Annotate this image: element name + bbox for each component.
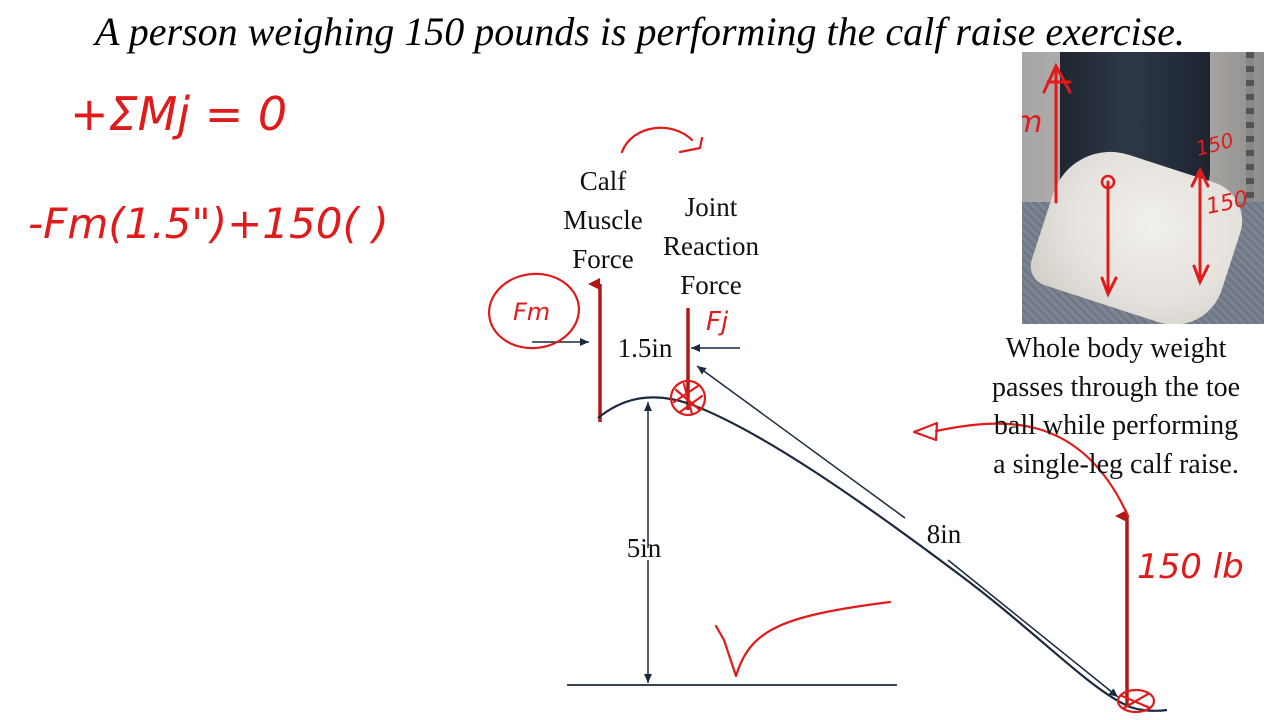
calf-label-line-2: Muscle — [563, 205, 643, 235]
joint-scribble — [669, 379, 707, 417]
handwritten-fm: Fm — [513, 298, 550, 326]
height-label: 5in — [627, 533, 662, 563]
handwritten-moment-expression: -Fm(1.5")+150( ) — [28, 199, 389, 248]
calf-label-line-1: Calf — [580, 166, 627, 196]
page-title: A person weighing 150 pounds is performi… — [95, 9, 1185, 54]
toe-scribble — [1116, 688, 1156, 714]
photo-fm: Fm — [1022, 105, 1042, 140]
length-label: 8in — [927, 519, 962, 549]
photo-150-bottom: 150 — [1204, 187, 1250, 220]
joint-label-line-1: Joint — [685, 192, 738, 222]
fm-circle — [487, 272, 581, 350]
photo-150-top: 150 — [1193, 128, 1236, 161]
caption-line-1: Whole body weight — [1005, 333, 1227, 364]
caption-line-4: a single-leg calf raise. — [993, 448, 1239, 480]
joint-label-line-2: Reaction — [663, 231, 759, 261]
arrow-sketch-left — [912, 421, 1130, 518]
calf-label-line-3: Force — [572, 244, 633, 274]
handwritten-moment-equation-text: +ΣMj = 0 — [70, 87, 287, 141]
handwritten-moment-equation: +ΣMj = 0 — [70, 87, 287, 141]
joint-label-line-3: Force — [680, 270, 741, 300]
caption-line-3: ball while performing — [993, 410, 1239, 441]
foot-photo: Fm 150 150 — [1022, 52, 1264, 324]
moment-arm-label: 1.5in — [618, 333, 673, 363]
handwritten-weight: 150 lb — [1137, 547, 1244, 587]
radical-sketch — [714, 600, 892, 678]
handwritten-fj: Fj — [706, 307, 729, 337]
length-upper-arrow — [696, 365, 906, 519]
rotation-arrow-sketch — [620, 126, 704, 154]
photo-annotations: Fm 150 150 — [1022, 62, 1250, 298]
caption-line-2: passes through the toe — [991, 371, 1241, 403]
length-lower-arrow — [947, 559, 1119, 698]
body-weight-caption: Whole body weight passes through the toe… — [966, 330, 1266, 484]
